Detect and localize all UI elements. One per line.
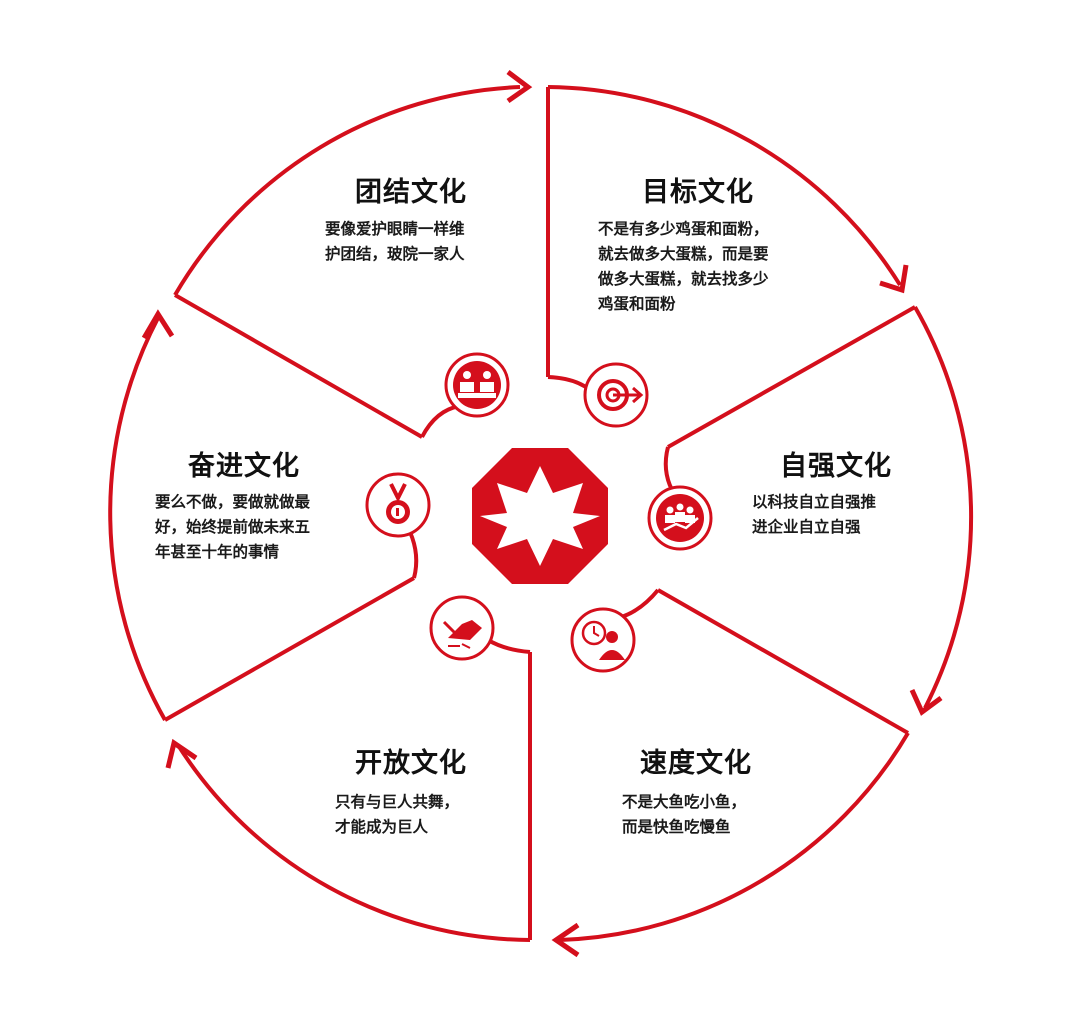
desc-line: 鸡蛋和面粉 — [598, 295, 676, 313]
arrowhead-top — [506, 70, 533, 104]
section-title-open: 开放文化 — [355, 748, 467, 779]
desc-line: 不是有多少鸡蛋和面粉， — [598, 220, 769, 238]
handshake-people-icon — [444, 352, 510, 418]
arrowhead-bottom-left — [165, 738, 198, 769]
desc-line: 才能成为巨人 — [335, 818, 429, 836]
desc-line: 而是快鱼吃慢鱼 — [622, 818, 731, 836]
connector-self-icon — [663, 446, 674, 491]
team-growth-icon — [647, 485, 713, 551]
desc-line: 护团结，玻院一家人 — [325, 245, 465, 263]
desc-line: 年甚至十年的事情 — [155, 543, 280, 561]
arrowhead-left — [141, 309, 175, 340]
section-title-self-strength: 自强文化 — [780, 451, 892, 482]
desc-line: 要么不做，要做就做最 — [155, 493, 311, 511]
desc-line: 只有与巨人共舞， — [335, 793, 460, 811]
outer-arc-goal — [547, 85, 902, 287]
section-desc-unity: 要像爱护眼睛一样维 护团结，玻院一家人 — [325, 217, 465, 267]
divider-striving — [164, 576, 415, 722]
connector-speed-icon — [617, 588, 660, 620]
octagon-star-logo-icon — [472, 448, 608, 584]
section-desc-speed: 不是大鱼吃小鱼， 而是快鱼吃慢鱼 — [622, 790, 746, 840]
target-arrow-icon — [583, 362, 649, 428]
desc-line: 以科技自立自强推 — [752, 493, 877, 511]
connector-goal-icon — [547, 375, 592, 392]
desc-line: 要像爱护眼睛一样维 — [325, 220, 465, 238]
section-desc-self-strength: 以科技自立自强推 进企业自立自强 — [752, 490, 876, 540]
section-title-unity: 团结文化 — [355, 177, 467, 208]
medal-icon — [365, 472, 431, 538]
divider-speed — [657, 588, 909, 735]
arrowhead-top-right — [879, 264, 909, 294]
outer-arc-striving — [108, 317, 167, 721]
desc-line: 进企业自立自强 — [752, 518, 861, 536]
outer-arc-speed — [559, 731, 910, 942]
outer-arc-open — [176, 743, 531, 942]
desc-line: 不是大鱼吃小鱼， — [622, 793, 747, 811]
outer-arc-unity — [173, 85, 521, 297]
section-desc-open: 只有与巨人共舞， 才能成为巨人 — [335, 790, 459, 840]
divider-self-strength — [667, 305, 916, 449]
handshake-deal-icon — [429, 595, 495, 661]
connector-unity-icon — [420, 404, 461, 438]
desc-line: 好，始终提前做未来五 — [155, 518, 311, 536]
desc-line: 就去做多大蛋糕，而是要 — [598, 245, 769, 263]
section-desc-goal: 不是有多少鸡蛋和面粉， 就去做多大蛋糕，而是要 做多大蛋糕，就去找多少 鸡蛋和面… — [598, 217, 769, 317]
outer-arc-self-strength — [913, 306, 974, 709]
section-title-striving: 奋进文化 — [188, 451, 300, 482]
connector-open-icon — [486, 638, 531, 654]
clock-person-icon — [570, 607, 636, 673]
section-title-goal: 目标文化 — [642, 177, 754, 208]
section-title-speed: 速度文化 — [640, 748, 752, 779]
divider-unity-striving — [174, 293, 423, 439]
connector-striving-icon — [408, 531, 419, 579]
section-desc-striving: 要么不做，要做就做最 好，始终提前做未来五 年甚至十年的事情 — [155, 490, 310, 565]
desc-line: 做多大蛋糕，就去找多少 — [598, 270, 769, 288]
arrowhead-bottom — [551, 922, 580, 958]
arrowhead-right — [909, 688, 943, 716]
